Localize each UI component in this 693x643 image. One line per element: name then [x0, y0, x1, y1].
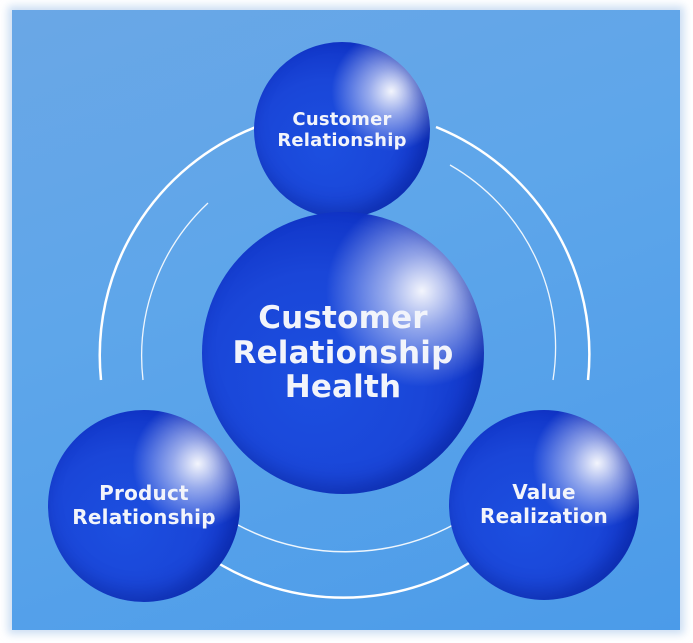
node-label-line: Relationship	[277, 130, 407, 151]
inner-ring-arc-left	[140, 202, 209, 381]
node-label-line: Relationship	[72, 505, 216, 529]
node-label-line: Value	[512, 480, 576, 505]
node-label: Product Relationship	[72, 482, 215, 529]
center-label-line: Customer	[258, 299, 428, 336]
node-customer-relationship: Customer Relationship	[254, 42, 430, 218]
inner-ring-arc-right	[449, 164, 557, 381]
center-label: Customer Relationship Health	[233, 301, 454, 405]
center-label-line: Health	[284, 369, 402, 406]
outer-ring-arc-right	[435, 125, 591, 381]
outer-ring-arc-left	[98, 125, 257, 381]
inner-ring-arc-bottom	[235, 523, 456, 553]
center-label-line: Relationship	[232, 334, 454, 371]
node-label-line: Product	[99, 481, 189, 506]
center-node-customer-relationship-health: Customer Relationship Health	[202, 212, 484, 494]
node-label-line: Customer	[292, 108, 392, 130]
outer-ring-arc-bottom	[212, 558, 475, 599]
node-label: Value Realization	[480, 481, 608, 528]
node-product-relationship: Product Relationship	[48, 410, 240, 602]
node-label-line: Realization	[480, 504, 608, 528]
node-label: Customer Relationship	[277, 109, 406, 151]
node-value-realization: Value Realization	[449, 410, 639, 600]
